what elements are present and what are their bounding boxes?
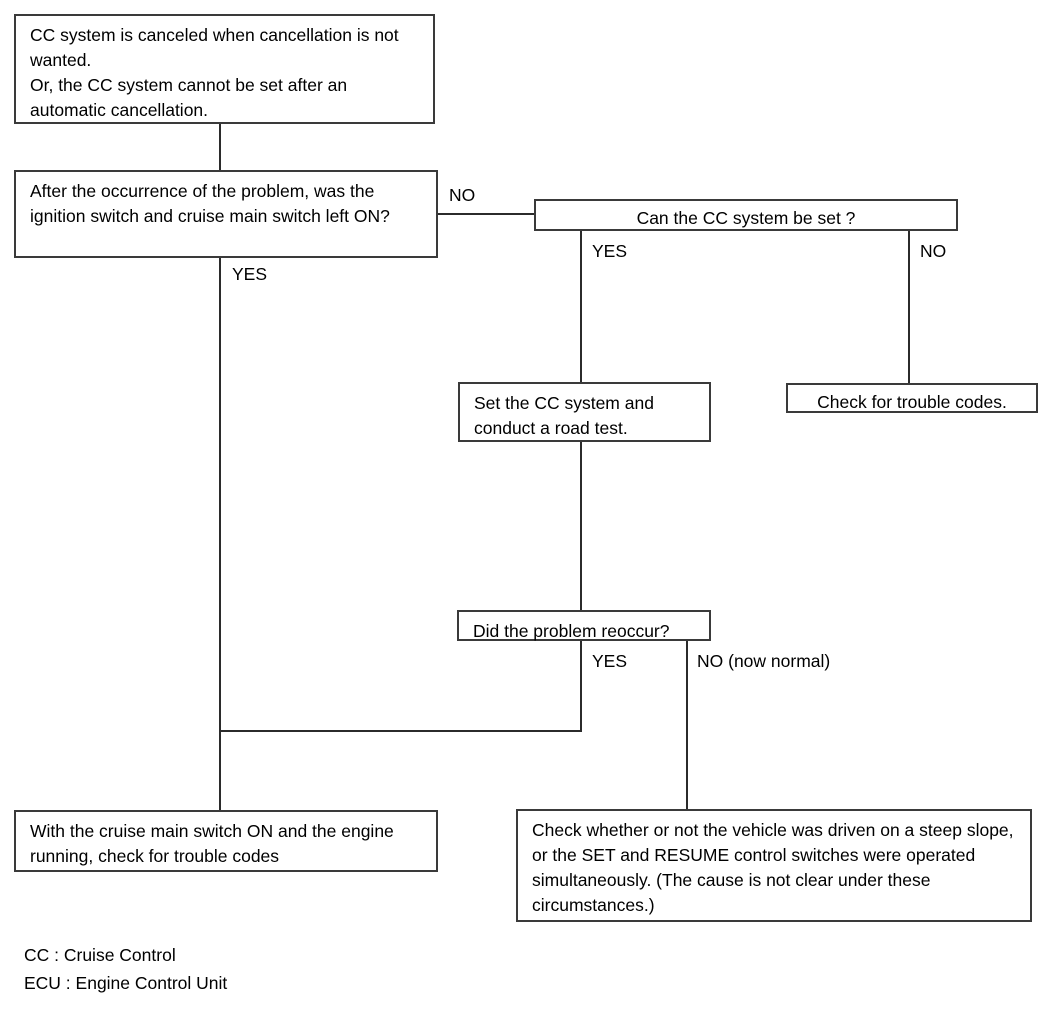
node-action-set-and-road-test-text: Set the CC system and conduct a road tes… bbox=[474, 393, 654, 438]
node-action-check-trouble-codes: Check for trouble codes. bbox=[786, 383, 1038, 413]
edge-label-reoccur-no: NO (now normal) bbox=[697, 651, 831, 671]
edge-label-ignition-yes: YES bbox=[232, 264, 268, 284]
node-problem-statement: CC system is canceled when cancellation … bbox=[14, 14, 435, 124]
connector-canset-yes-vertical bbox=[580, 231, 582, 382]
node-action-cruise-main-switch-text: With the cruise main switch ON and the e… bbox=[30, 821, 394, 866]
node-action-check-trouble-codes-text: Check for trouble codes. bbox=[817, 392, 1007, 412]
node-action-cruise-main-switch: With the cruise main switch ON and the e… bbox=[14, 810, 438, 872]
node-question-can-set: Can the CC system be set ? bbox=[534, 199, 958, 231]
connector-reoccur-no-vertical bbox=[686, 640, 688, 809]
connector-ignition-yes-vertical bbox=[219, 258, 221, 810]
legend-line-cc: CC : Cruise Control bbox=[24, 945, 176, 965]
edge-label-canset-yes: YES bbox=[592, 241, 628, 261]
legend-line-ecu: ECU : Engine Control Unit bbox=[24, 973, 228, 993]
node-question-reoccur-text: Did the problem reoccur? bbox=[473, 621, 670, 641]
node-question-ignition-text: After the occurrence of the problem, was… bbox=[30, 181, 390, 226]
connector-roadtest-to-reoccur bbox=[580, 442, 582, 610]
node-question-can-set-text: Can the CC system be set ? bbox=[636, 208, 856, 228]
edge-label-ignition-no: NO bbox=[449, 185, 476, 205]
node-action-check-steep-slope-text: Check whether or not the vehicle was dri… bbox=[532, 820, 1014, 915]
connector-reoccur-yes-horizontal bbox=[219, 730, 582, 732]
connector-canset-no-vertical bbox=[908, 231, 910, 383]
node-action-set-and-road-test: Set the CC system and conduct a road tes… bbox=[458, 382, 711, 442]
node-question-reoccur: Did the problem reoccur? bbox=[457, 610, 711, 641]
connector-problem-to-ignition bbox=[219, 122, 221, 170]
node-problem-statement-text: CC system is canceled when cancellation … bbox=[30, 25, 399, 120]
node-action-check-steep-slope: Check whether or not the vehicle was dri… bbox=[516, 809, 1032, 922]
edge-label-reoccur-yes: YES bbox=[592, 651, 628, 671]
node-question-ignition: After the occurrence of the problem, was… bbox=[14, 170, 438, 258]
connector-reoccur-yes-vertical bbox=[580, 640, 582, 732]
edge-label-canset-no: NO bbox=[920, 241, 947, 261]
connector-ignition-no-horizontal bbox=[437, 213, 534, 215]
